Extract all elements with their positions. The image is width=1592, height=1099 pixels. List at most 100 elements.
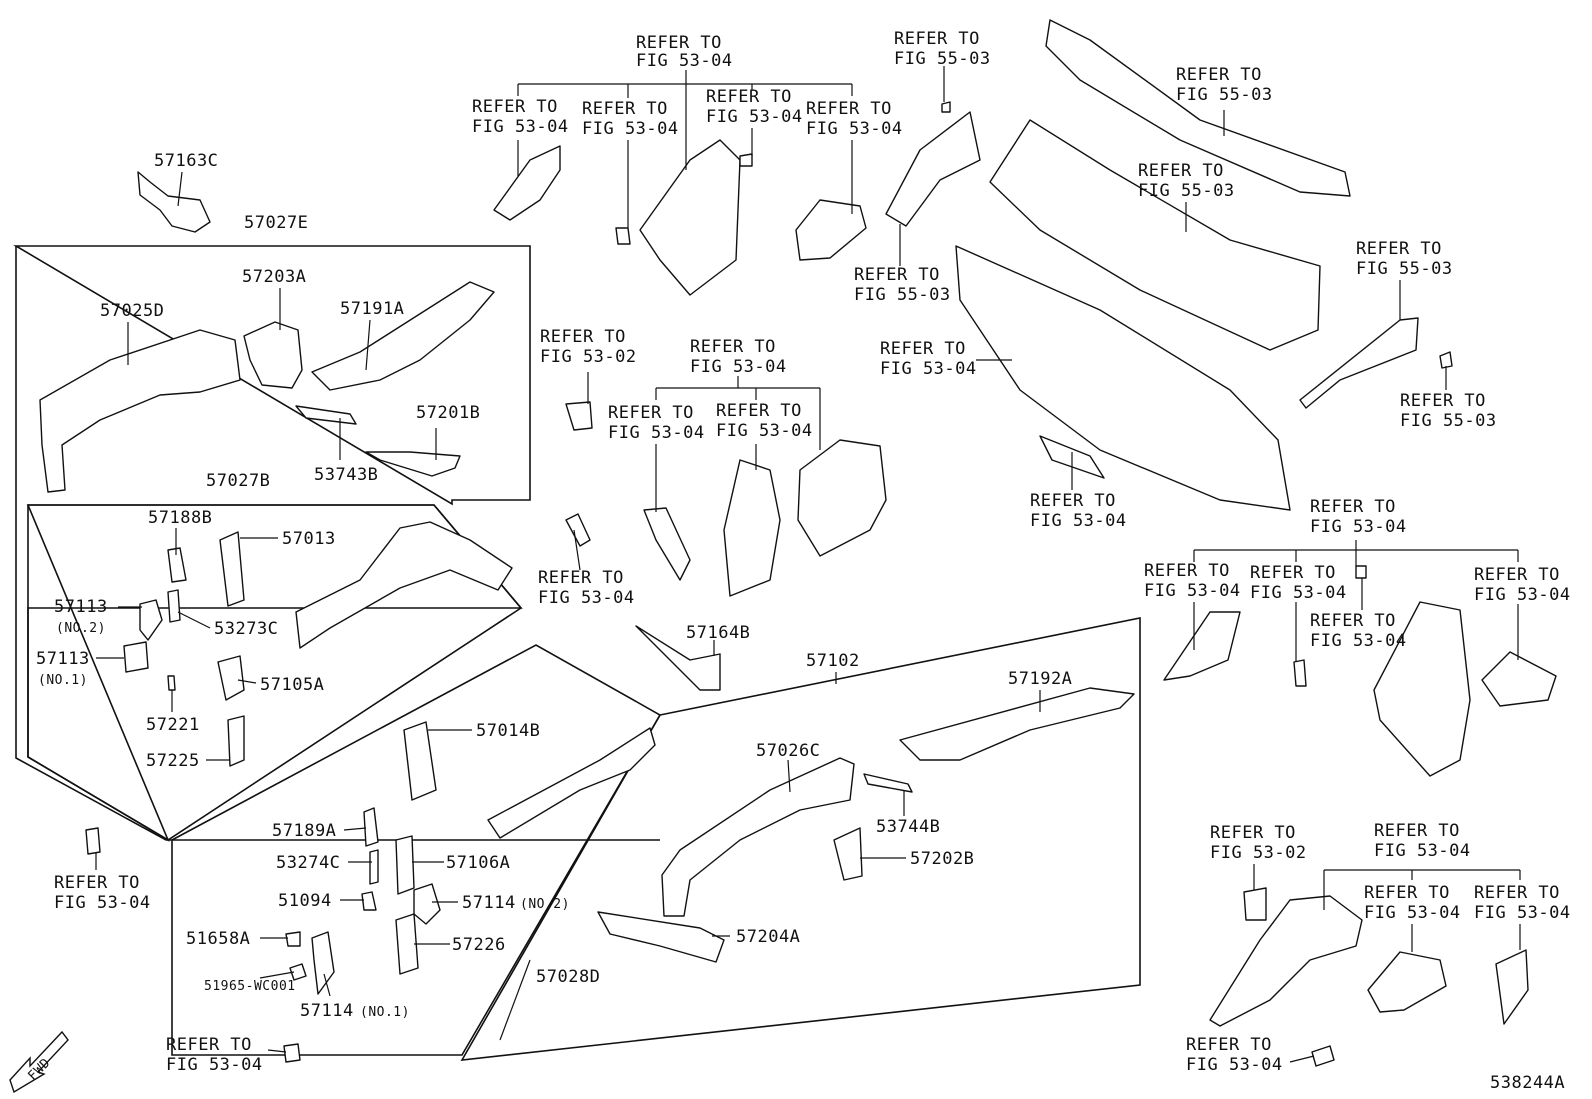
- part-57106a-shape: [395, 835, 415, 895]
- figure-id: 538244A: [1490, 1073, 1565, 1093]
- label-57105a: 57105A: [260, 675, 324, 695]
- refer-part-m: [1163, 611, 1241, 681]
- part-53274c-shape: [369, 849, 379, 885]
- label-57192a: 57192A: [1008, 669, 1072, 689]
- part-57027b-shape: [295, 521, 513, 649]
- label-51965-wc001: 51965-WC001: [204, 979, 296, 994]
- part-53743b-shape: [295, 405, 357, 425]
- label-57114-no1-note: (NO.1): [360, 1005, 410, 1020]
- group-box-57027e-side: [15, 246, 660, 841]
- refer-part-i: [643, 507, 691, 581]
- refer-part-c: [615, 227, 631, 245]
- refer-fig: FIG 55-03: [1356, 259, 1453, 279]
- label-57114-no2-note: (NO.2): [520, 897, 570, 912]
- refer-part-o: [1373, 601, 1471, 777]
- refer-part-v: [85, 827, 101, 855]
- part-57013-shape: [219, 531, 245, 607]
- part-57105a-shape: [217, 655, 245, 701]
- part-57191a-shape: [311, 281, 495, 391]
- refer-fig: FIG 53-04: [706, 107, 803, 127]
- label-57164b: 57164B: [686, 623, 750, 643]
- part-57204a-shape: [597, 911, 725, 963]
- refer-fig: FIG 53-04: [472, 117, 569, 137]
- refer-fig: FIG 53-04: [538, 588, 635, 608]
- label-57221: 57221: [146, 715, 200, 735]
- label-57113-no1: 57113: [36, 649, 90, 669]
- part-57014b-shape: [403, 721, 437, 801]
- refer-part-k: [797, 439, 887, 557]
- group-box-57027b-outline: [27, 504, 523, 841]
- part-57113-no2-shape: [139, 599, 163, 641]
- group-box-57027e: [13, 245, 531, 506]
- label-57014b: 57014B: [476, 721, 540, 741]
- label-57114-no2: 57114: [462, 893, 516, 913]
- refer-word: REFER TO: [1186, 1035, 1272, 1055]
- refer-fig: FIG 53-04: [582, 119, 679, 139]
- leader-lines: [95, 66, 1521, 1063]
- refer-word: REFER TO: [1474, 883, 1560, 903]
- refer-word: REFER TO: [894, 29, 980, 49]
- label-57028d: 57028D: [536, 967, 600, 987]
- part-57025d-shape: [39, 329, 241, 493]
- refer-part-w: [283, 1043, 301, 1063]
- part-57201b-shape: [365, 451, 461, 477]
- label-53744b: 53744B: [876, 817, 940, 837]
- refer-word: REFER TO: [166, 1035, 252, 1055]
- label-57114-no1: 57114: [300, 1001, 354, 1021]
- refer-part-r: [1243, 887, 1267, 921]
- part-57114-no1-shape: [311, 931, 335, 995]
- refer-fig: FIG 53-04: [1310, 631, 1407, 651]
- refer-bolt-2: [1439, 351, 1453, 369]
- label-57013: 57013: [282, 529, 336, 549]
- label-57203a: 57203A: [242, 267, 306, 287]
- refer-fig: FIG 53-04: [1250, 583, 1347, 603]
- refer-fig: FIG 53-04: [608, 423, 705, 443]
- part-57192a-shape: [899, 687, 1135, 761]
- refer-word: REFER TO: [1310, 611, 1396, 631]
- refer-bolt-1: [739, 153, 753, 167]
- refer-fig: FIG 53-04: [1474, 585, 1571, 605]
- refer-word: REFER TO: [1374, 821, 1460, 841]
- refer-fig: FIG 53-04: [1144, 581, 1241, 601]
- refer-fig: FIG 55-03: [894, 49, 991, 69]
- label-57163c: 57163C: [154, 151, 218, 171]
- refer-word: REFER TO: [1030, 491, 1116, 511]
- refer-labels: REFER TO FIG 53-04 REFER TO FIG 53-04 RE…: [54, 29, 1571, 1075]
- refer-part-l: [565, 513, 591, 547]
- refer-part-cowl: [989, 119, 1321, 351]
- refer-word: REFER TO: [472, 97, 558, 117]
- refer-part-s: [1367, 951, 1447, 1013]
- refer-part-cowl-top: [1045, 19, 1351, 197]
- refer-fig: FIG 53-04: [636, 51, 733, 71]
- part-57114-no2-shape: [413, 883, 441, 925]
- refer-word: REFER TO: [540, 327, 626, 347]
- refer-fig: FIG 55-03: [1176, 85, 1273, 105]
- refer-word: REFER TO: [1356, 239, 1442, 259]
- refer-word: REFER TO: [1400, 391, 1486, 411]
- refer-fig: FIG 53-04: [1474, 903, 1571, 923]
- refer-fig: FIG 53-04: [166, 1055, 263, 1075]
- part-57028d-shape: [487, 727, 656, 839]
- refer-part-q: [1209, 895, 1363, 1027]
- refer-fig: FIG 53-02: [1210, 843, 1307, 863]
- refer-word: REFER TO: [1144, 561, 1230, 581]
- part-57202b-shape: [833, 827, 863, 881]
- refer-part-dash: [955, 245, 1291, 511]
- label-53274c: 53274C: [276, 853, 340, 873]
- refer-part-u: [1311, 1045, 1335, 1067]
- refer-word: REFER TO: [806, 99, 892, 119]
- fwd-arrow-icon: FWD: [9, 1030, 69, 1094]
- refer-bolt-4: [1355, 565, 1367, 579]
- refer-word: REFER TO: [1310, 497, 1396, 517]
- refer-word: REFER TO: [582, 99, 668, 119]
- label-57189a: 57189A: [272, 821, 336, 841]
- part-57225-shape: [227, 715, 245, 767]
- label-53273c: 53273C: [214, 619, 278, 639]
- refer-word: REFER TO: [1176, 65, 1262, 85]
- refer-part-t: [1495, 949, 1529, 1025]
- refer-fig: FIG 53-04: [1186, 1055, 1283, 1075]
- label-51094: 51094: [278, 891, 332, 911]
- part-57113-no1-shape: [123, 641, 149, 673]
- part-57226-shape: [395, 913, 419, 975]
- refer-part-h: [565, 401, 593, 431]
